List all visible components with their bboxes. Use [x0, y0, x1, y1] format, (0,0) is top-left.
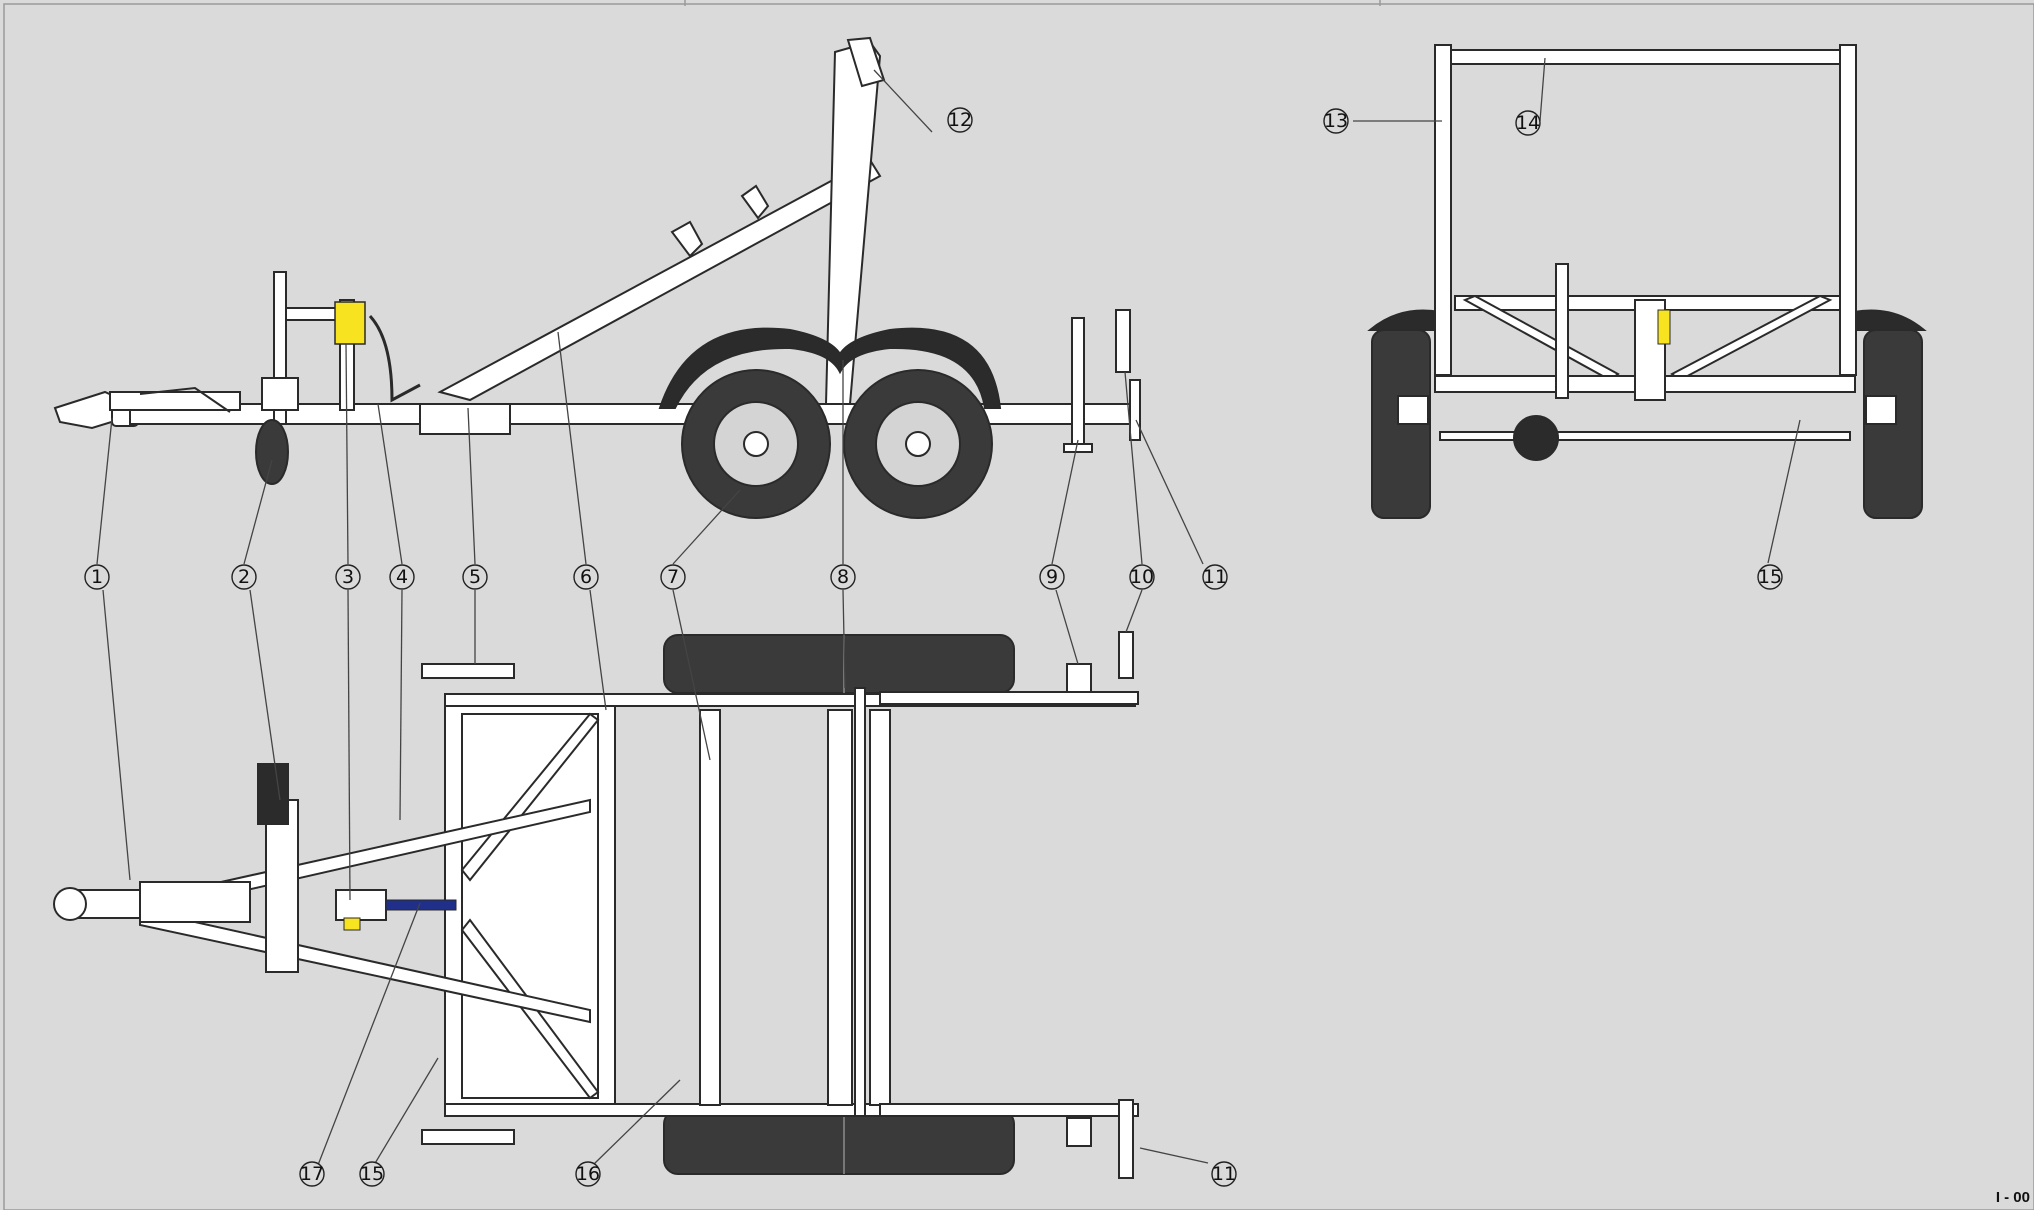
winch-side: [334, 301, 366, 345]
callout-label: 14: [1516, 112, 1540, 134]
callout-circle: [1757, 564, 1783, 590]
handbrake-lever: [139, 386, 231, 413]
cross-x-rear-2: [1670, 294, 1833, 382]
jockey-wheel-rear: [1513, 415, 1559, 461]
top-bar-rear: [1439, 49, 1857, 65]
winch-strap-side: [368, 314, 421, 403]
callout-label: 11: [1203, 566, 1227, 588]
rear-light-l: [1397, 395, 1429, 425]
winch-yellow-top: [343, 917, 361, 931]
sheet-border: [3, 3, 2034, 1210]
callout-circle: [1129, 564, 1155, 590]
prop-bottom-left: [421, 1129, 515, 1145]
keel-rail-side: [437, 158, 882, 402]
callout-label: 17: [300, 1163, 324, 1185]
rear-lamp-bottom: [1118, 1099, 1134, 1179]
callout-circle: [84, 564, 110, 590]
callout-circle: [575, 1161, 601, 1187]
callout-label: 15: [1758, 566, 1782, 588]
callout-label: 3: [342, 566, 354, 588]
axle-rear: [1439, 431, 1851, 441]
callout-circle: [830, 564, 856, 590]
rear-lamp-top: [1118, 631, 1134, 679]
rear-extension-bottom: [879, 1103, 1139, 1117]
callout-label: 2: [238, 566, 250, 588]
axle-2: [827, 709, 853, 1106]
jockey-clamp-top: [265, 799, 299, 973]
callout-circle: [660, 564, 686, 590]
callout-label: 6: [580, 566, 592, 588]
drawbar-a-frame: [139, 798, 591, 1024]
upright-right: [1839, 44, 1857, 376]
callout-circle: [1211, 1161, 1237, 1187]
cross-member-side: [419, 403, 511, 435]
jockey-wheel-side: [255, 419, 289, 485]
jockey-bracket: [261, 377, 299, 411]
callout-label: 7: [667, 566, 679, 588]
callout-circle: [299, 1161, 325, 1187]
callout-circle: [335, 564, 361, 590]
drawbar-housing: [109, 391, 241, 411]
frame-outer: [444, 699, 616, 1113]
top-view: [53, 631, 1139, 1179]
frame-inner: [461, 713, 599, 1099]
hub-centre-rear: [905, 431, 931, 457]
callout-label: 13: [1324, 110, 1348, 132]
callout-circle: [462, 564, 488, 590]
callout-label: 4: [396, 566, 408, 588]
callout-circle: [947, 107, 973, 133]
callout-circle: [1039, 564, 1065, 590]
callout-circle: [573, 564, 599, 590]
callout-label: 5: [469, 566, 481, 588]
callout-label: 16: [576, 1163, 600, 1185]
jockey-wheel-top: [257, 763, 289, 825]
callout-circle: [231, 564, 257, 590]
upright-left: [1434, 44, 1452, 376]
winch-rear: [1657, 309, 1671, 345]
rear-light-r: [1865, 395, 1897, 425]
page-code: I - 00: [1995, 1189, 2030, 1206]
callout-circle: [389, 564, 415, 590]
keel-roller-1: [670, 220, 704, 258]
leader-lines: [96, 57, 1801, 1166]
callout-label: 11: [1212, 1163, 1236, 1185]
hub-centre-front: [743, 431, 769, 457]
callout-label: 8: [837, 566, 849, 588]
callout-label: 9: [1046, 566, 1058, 588]
rear-prop-foot: [1063, 443, 1093, 453]
keel-roller-2: [740, 184, 770, 220]
rear-extension-top: [879, 691, 1139, 705]
bow-post-top: [854, 687, 866, 1117]
callout-circle: [1202, 564, 1228, 590]
rear-light-top: [1066, 663, 1092, 693]
callout-circle: [1323, 108, 1349, 134]
frame-diagonal-1: [460, 712, 600, 882]
callout-label: 10: [1130, 566, 1154, 588]
callout-label: 12: [948, 109, 972, 131]
rear-prop-side: [1071, 317, 1085, 449]
drawbar-housing-top: [139, 881, 251, 923]
rear-plate-side: [1129, 379, 1141, 441]
rear-light-side: [1115, 309, 1131, 373]
callout-circle: [359, 1161, 385, 1187]
axle-1: [699, 709, 721, 1106]
coupling-ball-top: [53, 887, 87, 921]
axle-3: [869, 709, 891, 1106]
prop-top-left: [421, 663, 515, 679]
rear-view: [1367, 44, 1927, 519]
jockey-post-rear: [1555, 263, 1569, 399]
winch-top: [335, 889, 387, 921]
tyre-top-left: [663, 634, 1015, 694]
callout-circle: [1515, 110, 1541, 136]
callout-label: 1: [91, 566, 103, 588]
strap-top: [385, 899, 457, 911]
rear-light-bottom: [1066, 1117, 1092, 1147]
side-view: [53, 36, 1141, 519]
callout-label: 15: [360, 1163, 384, 1185]
tyre-bottom-left: [663, 1109, 1015, 1175]
mudguard-side: [658, 327, 1002, 409]
